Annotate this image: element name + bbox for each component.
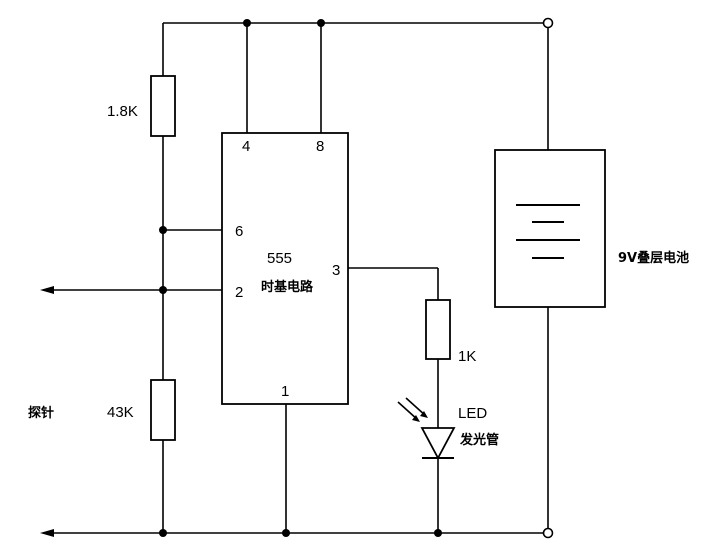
led — [397, 397, 456, 460]
r3-label: 1K — [458, 348, 476, 365]
probe-arrow-head — [40, 286, 54, 294]
ic-555-body — [221, 132, 349, 405]
ic-name-label: 时基电路 — [261, 279, 314, 295]
led-name-label: 发光管 — [459, 432, 499, 448]
pin-3-label: 3 — [332, 262, 340, 279]
r1-label: 1.8K — [107, 103, 138, 120]
led-label: LED — [458, 405, 487, 422]
pin-8-label: 8 — [316, 138, 324, 155]
resistor-r2 — [150, 379, 176, 441]
resistor-r3 — [425, 299, 451, 360]
bottom-arrow-head — [40, 529, 54, 537]
battery-terminal-bottom — [542, 527, 554, 539]
pin-2-label: 2 — [235, 284, 243, 301]
pin-6-label: 6 — [235, 223, 243, 240]
led-light-arrows — [397, 397, 428, 422]
pin-1-label: 1 — [281, 383, 289, 400]
ic-number-label: 555 — [267, 250, 292, 267]
battery-label: 9V叠层电池 — [618, 250, 689, 266]
probe-label: 探针 — [28, 405, 54, 421]
resistor-r1 — [150, 75, 176, 137]
battery — [494, 149, 606, 308]
r2-label: 43K — [107, 404, 134, 421]
led-triangle — [420, 427, 456, 460]
pin-4-label: 4 — [242, 138, 250, 155]
battery-terminal-top — [542, 17, 554, 29]
junction-dots — [159, 19, 442, 537]
battery-box — [494, 149, 606, 308]
